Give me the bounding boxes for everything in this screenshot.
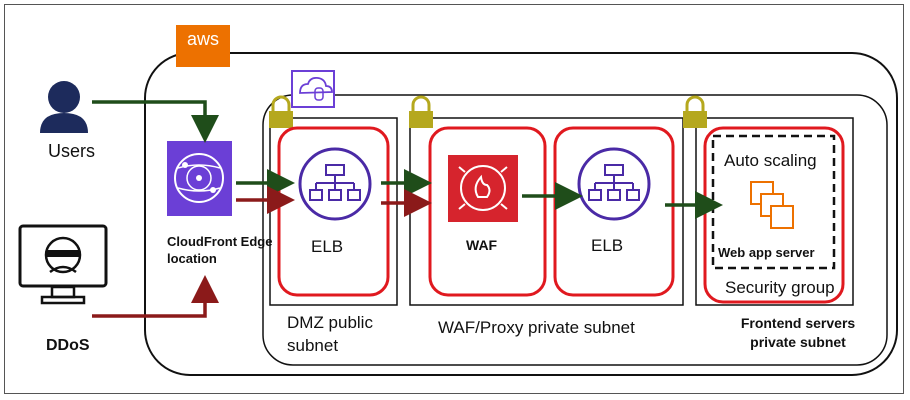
cloudfront-label: CloudFront Edge location xyxy=(167,234,273,266)
auto-scaling-label: Auto scaling xyxy=(724,151,817,170)
web-app-server-label: Web app server xyxy=(718,245,815,260)
waf-label: WAF xyxy=(466,237,498,253)
elb-icon xyxy=(298,147,372,221)
ddos-label: DDoS xyxy=(46,337,90,354)
vpc-cloud-icon xyxy=(291,70,335,108)
elb-icon xyxy=(577,147,651,221)
security-group-label: Security group xyxy=(725,278,835,297)
waf-icon xyxy=(448,155,518,222)
cloudfront-icon xyxy=(167,141,232,216)
ec2-instances-icon xyxy=(750,181,794,229)
user-icon xyxy=(40,81,88,133)
auto-scaling-group xyxy=(711,134,836,270)
vpc-boundary xyxy=(262,94,888,366)
aws-logo-text: aws xyxy=(186,29,219,49)
dmz-elb-group xyxy=(277,126,390,297)
dmz-subnet-label: DMZ public subnet xyxy=(287,313,373,355)
proxy-elb-label: ELB xyxy=(591,236,624,255)
waf-proxy-subnet-label: WAF/Proxy private subnet xyxy=(438,318,635,337)
hacker-monitor-icon xyxy=(18,224,108,305)
ddos-to-cloudfront-arrow xyxy=(92,275,219,318)
dmz-subnet-box xyxy=(269,117,398,306)
dmz-elb-label: ELB xyxy=(311,237,344,256)
lock-icon xyxy=(683,95,707,128)
proxy-elb-group xyxy=(553,126,675,297)
users-to-cloudfront-arrow xyxy=(92,100,219,143)
users-label: Users xyxy=(48,141,96,161)
lock-icon xyxy=(269,95,293,128)
diagram-frame xyxy=(4,4,904,394)
aws-logo: aws xyxy=(176,25,230,67)
lock-icon xyxy=(409,95,433,128)
frontend-subnet-label: Frontend servers private subnet xyxy=(740,315,856,350)
aws-cloud-boundary xyxy=(144,52,898,376)
